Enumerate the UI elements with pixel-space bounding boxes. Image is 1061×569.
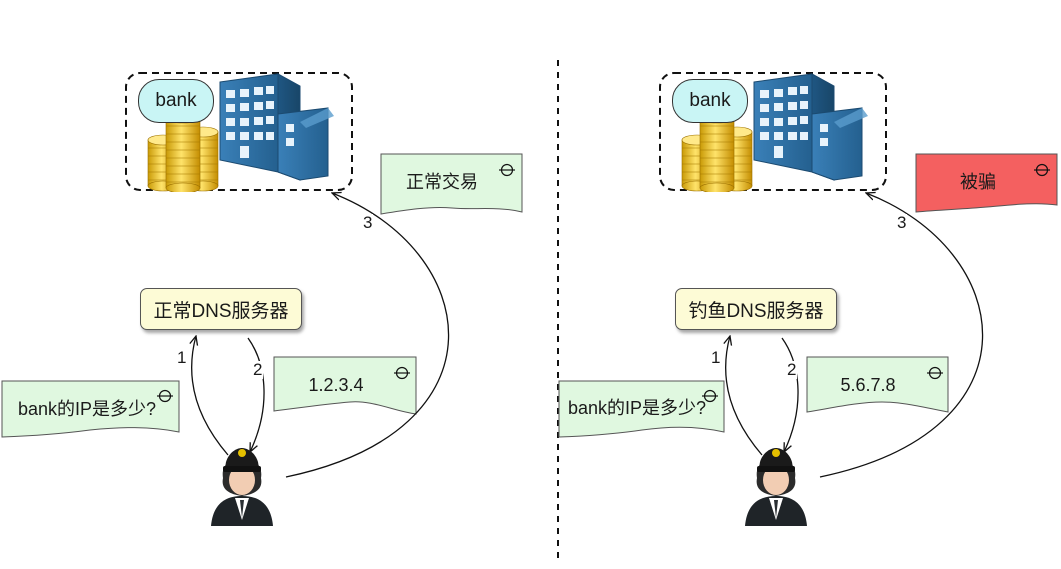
left-query-note	[1, 380, 180, 438]
left-step-1: 1	[176, 348, 188, 367]
left-answer-note	[273, 356, 417, 415]
right-query-text: bank的IP是多少?	[567, 398, 707, 418]
left-result-text: 正常交易	[406, 172, 478, 192]
left-dns-server: 正常DNS服务器	[140, 288, 302, 330]
left-answer-text: 1.2.3.4	[308, 375, 364, 395]
left-step-2: 2	[252, 360, 264, 379]
right-step-1: 1	[710, 348, 722, 367]
right-step-3: 3	[896, 213, 908, 232]
right-result-text: 被骗	[960, 172, 996, 192]
right-query-note	[558, 380, 725, 438]
left-step-3: 3	[362, 213, 374, 232]
right-result-note	[915, 153, 1058, 213]
right-step-2: 2	[786, 360, 798, 379]
left-result-note	[380, 153, 523, 215]
right-bank-label: bank	[672, 79, 748, 123]
right-answer-text: 5.6.7.8	[840, 375, 896, 395]
left-bank-group	[125, 72, 353, 191]
right-bank-group	[659, 72, 887, 191]
left-query-text: bank的IP是多少?	[17, 399, 157, 419]
left-bank-label: bank	[138, 79, 214, 123]
right-answer-note	[806, 356, 949, 413]
right-dns-server: 钓鱼DNS服务器	[675, 288, 837, 330]
